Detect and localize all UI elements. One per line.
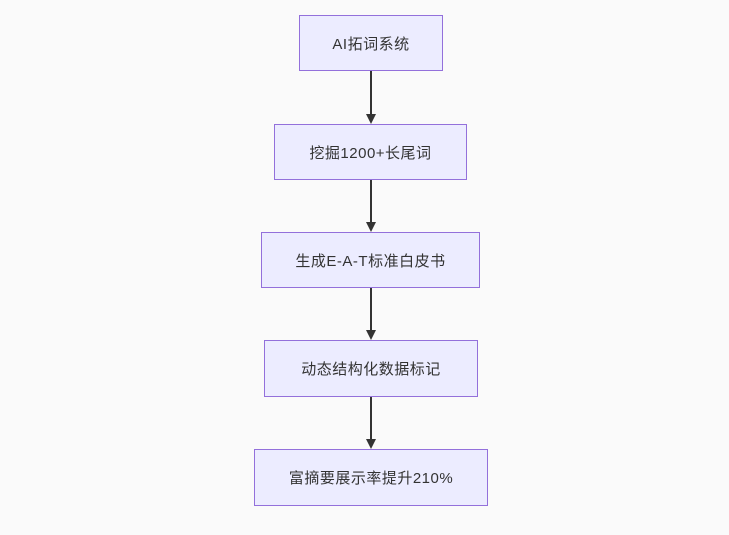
- edge-line: [370, 71, 372, 115]
- flow-node-structured-data: 动态结构化数据标记: [264, 340, 478, 397]
- flow-node-label: 动态结构化数据标记: [301, 361, 441, 378]
- flow-node-label: AI拓词系统: [332, 35, 410, 53]
- flow-node-rich-snippet-result: 富摘要展示率提升210%: [254, 449, 488, 506]
- arrow-down-icon: [366, 330, 376, 340]
- flow-node-longtail-mining: 挖掘1200+长尾词: [274, 124, 467, 180]
- arrow-down-icon: [366, 114, 376, 124]
- flow-node-ai-word-expansion: AI拓词系统: [299, 15, 443, 71]
- arrow-down-icon: [366, 439, 376, 449]
- flow-node-label: 挖掘1200+长尾词: [309, 144, 432, 162]
- arrow-down-icon: [366, 222, 376, 232]
- flow-node-label: 生成E-A-T标准白皮书: [295, 252, 446, 270]
- flow-node-label: 富摘要展示率提升210%: [288, 470, 454, 487]
- flow-edge-1: [366, 71, 376, 124]
- flow-edge-4: [366, 397, 376, 449]
- flow-edge-3: [366, 288, 376, 340]
- flow-edge-2: [366, 180, 376, 232]
- flow-node-eat-whitepaper: 生成E-A-T标准白皮书: [261, 232, 480, 288]
- edge-line: [370, 397, 372, 440]
- edge-line: [370, 288, 372, 331]
- edge-line: [370, 180, 372, 223]
